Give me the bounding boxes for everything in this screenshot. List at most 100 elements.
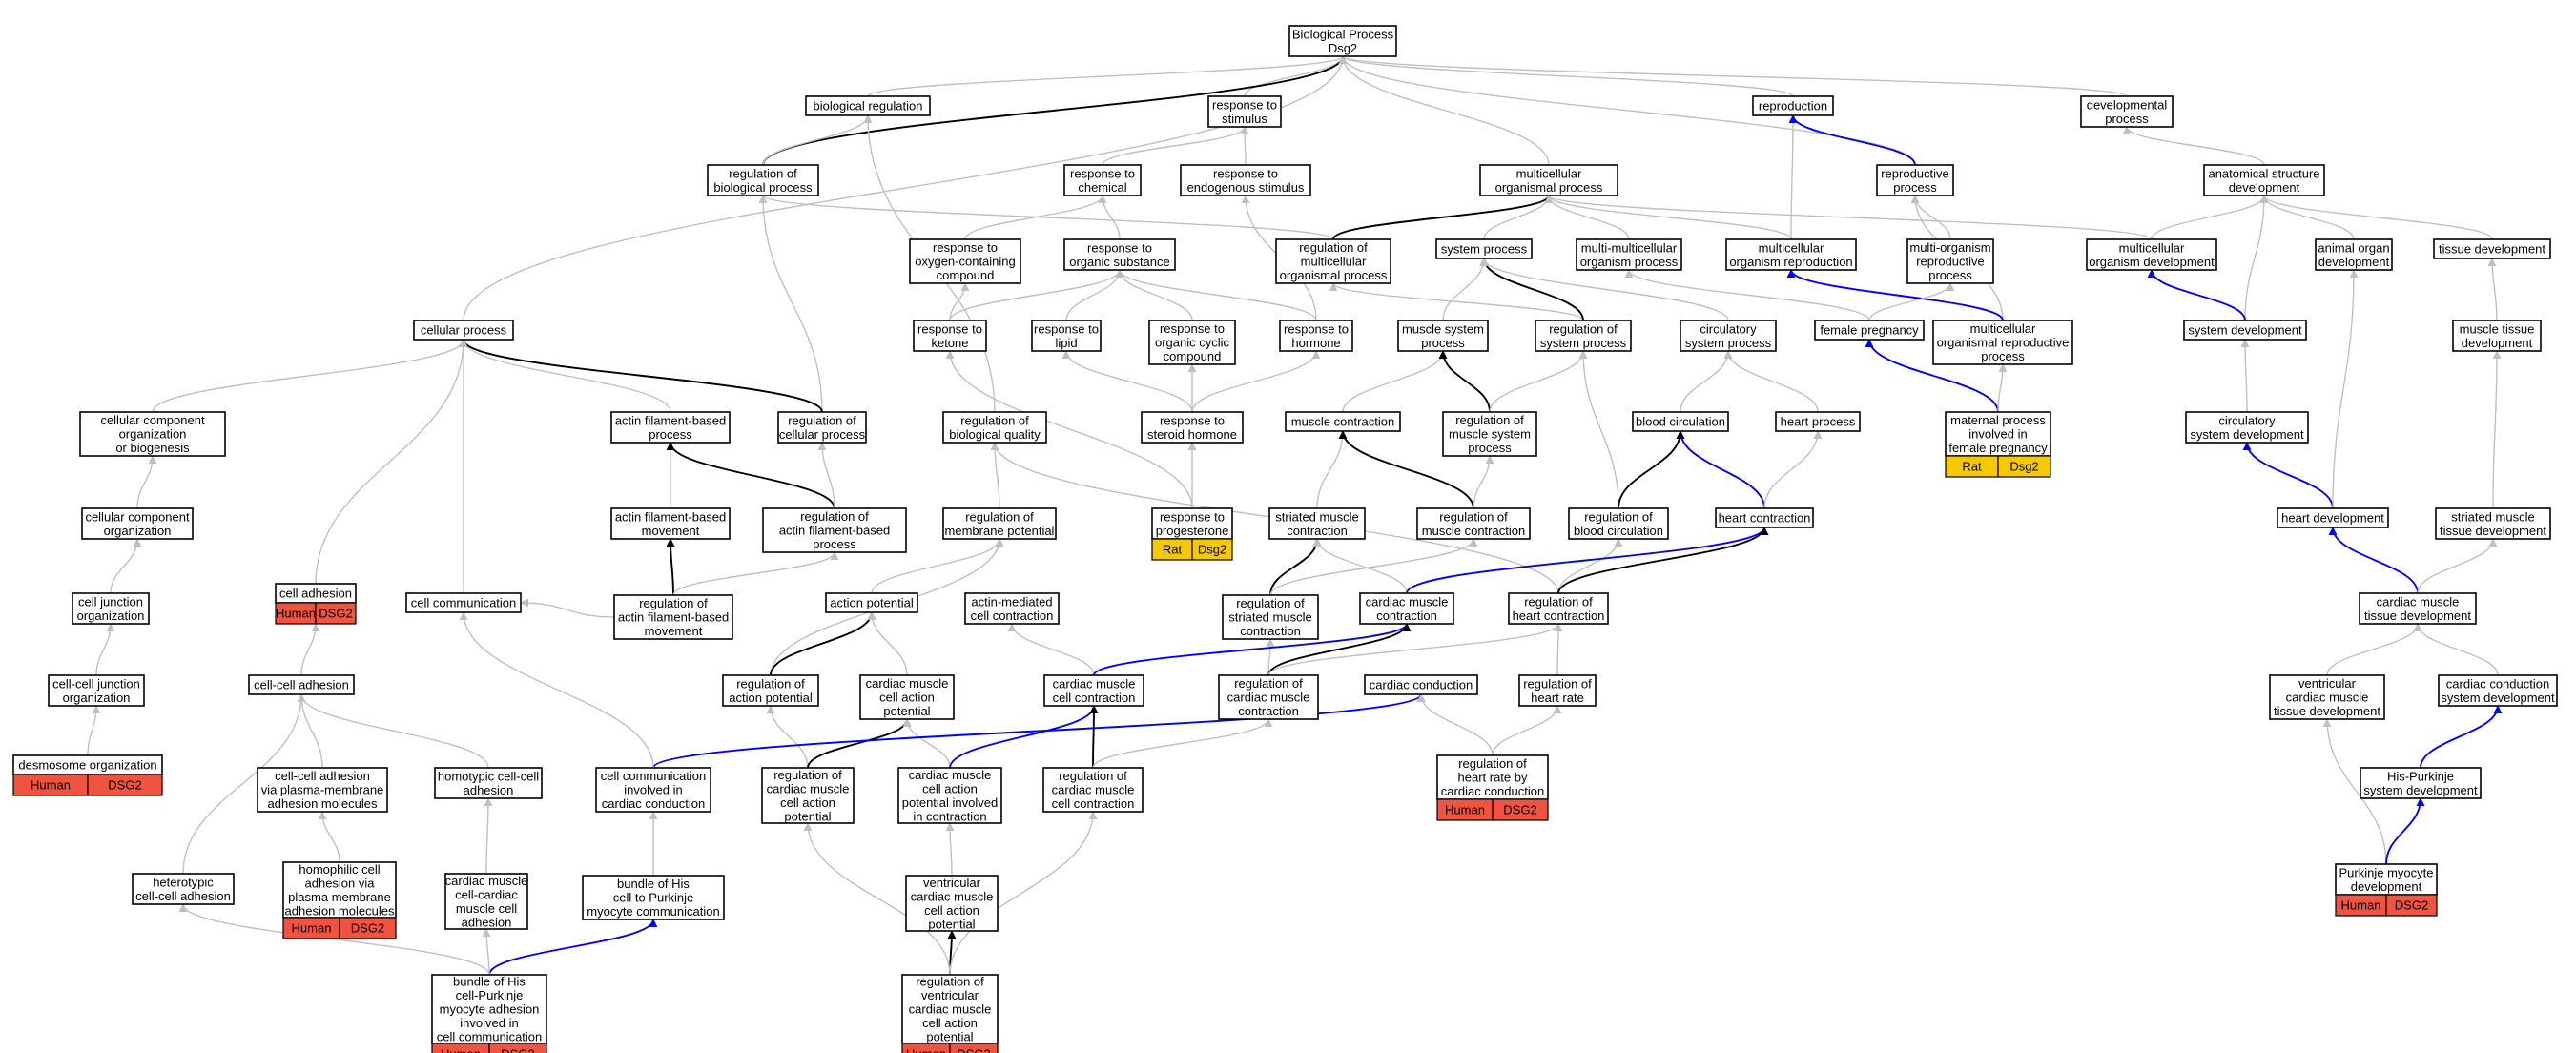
go-term-node[interactable]: system development <box>2183 320 2307 341</box>
go-term-node[interactable]: biological regulation <box>805 95 931 116</box>
go-term-node[interactable]: tissue development <box>2433 238 2551 259</box>
go-term-node[interactable]: heart development <box>2277 507 2389 528</box>
go-term-node[interactable]: cardiac conduction <box>1364 674 1478 695</box>
go-term-label: muscle system <box>1402 321 1484 336</box>
go-term-node[interactable]: action potential <box>825 592 918 613</box>
is-a-edge <box>152 339 468 413</box>
go-term-node[interactable]: cell communication <box>405 592 522 613</box>
go-term-label: muscle contraction <box>1422 524 1525 538</box>
go-term-node[interactable]: muscle contraction <box>1285 411 1401 432</box>
go-term-node[interactable]: heart contraction <box>1715 507 1814 528</box>
go-term-node[interactable]: cellular process <box>413 320 514 341</box>
go-term-node[interactable]: system process <box>1435 238 1533 259</box>
go-term-node[interactable]: female pregnancy <box>1814 320 1925 341</box>
go-term-node[interactable]: cell-cell adhesion <box>248 674 355 695</box>
is-a-edge <box>1269 538 1322 596</box>
annotation-tag-label: DSG2 <box>1503 803 1536 817</box>
go-term-node[interactable]: reproduction <box>1752 95 1834 116</box>
go-term-node[interactable]: heart process <box>1775 411 1861 432</box>
go-term-label: chemical <box>1078 180 1126 195</box>
go-term-label: system process <box>1685 336 1772 350</box>
go-term-node[interactable]: blood circulation <box>1632 411 1729 432</box>
go-term-label: cell action <box>780 795 835 810</box>
